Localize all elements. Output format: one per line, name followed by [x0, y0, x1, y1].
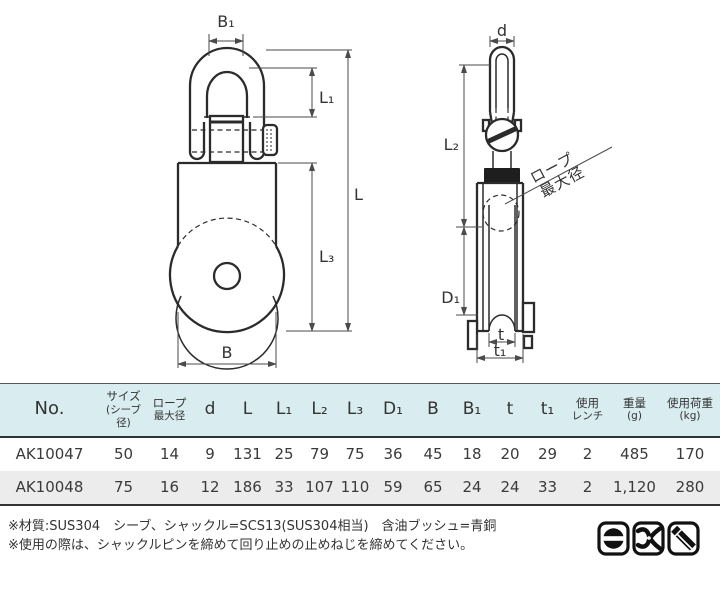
flathead-screwdriver-icon — [597, 521, 630, 556]
cell-size: 75 — [99, 470, 148, 506]
header-row: No. サイズ(シーブ径) ロープ最大径 d L L₁ L₂ L₃ D₁ B B… — [0, 383, 720, 438]
cell-t1: 33 — [529, 470, 566, 506]
technical-drawing: B₁ L₁ L L₃ B — [168, 12, 613, 370]
cell-l3: 75 — [345, 445, 365, 463]
cell-d: 9 — [205, 445, 215, 463]
cell-no: AK10047 — [15, 445, 84, 463]
col-header-rope-max: ロープ最大径 — [148, 383, 191, 438]
cell-l3: 110 — [337, 470, 373, 506]
col-header-size: サイズ(シーブ径) — [99, 383, 148, 438]
rope-max-diameter-label: ロープ 最大径 — [527, 149, 588, 201]
cell-size: 50 — [113, 445, 134, 463]
cell-b: 65 — [413, 470, 453, 506]
dim-label-b1: B₁ — [217, 12, 234, 31]
cell-b: 45 — [423, 445, 443, 463]
footnotes: ※材質:SUS304 シーブ、シャックル=SCS13(SUS304相当) 含油ブ… — [8, 517, 496, 555]
cell-b1: 24 — [453, 470, 491, 506]
dim-label-l3: L₃ — [319, 247, 334, 266]
pulley-drawing-svg: B₁ L₁ L L₃ B — [168, 12, 613, 370]
cell-t1: 29 — [537, 445, 558, 463]
col-header-l3: L₃ — [337, 383, 373, 438]
col-header-d: d — [191, 383, 229, 438]
cell-d1: 59 — [373, 470, 413, 506]
note-material: ※材質:SUS304 シーブ、シャックル=SCS13(SUS304相当) 含油ブ… — [8, 519, 497, 534]
table-row: AK10048 75 16 12 186 33 107 110 59 65 24… — [0, 470, 720, 506]
dim-label-l1: L₁ — [319, 88, 334, 107]
cell-l2: 107 — [302, 470, 337, 506]
side-view: ロープ 最大径 d L₂ D₁ t t₁ — [441, 21, 613, 363]
cell-weight: 485 — [620, 445, 649, 463]
front-view: B₁ L₁ L L₃ B — [168, 12, 363, 370]
col-header-no: No. — [0, 383, 99, 438]
col-header-wrench: 使用レンチ — [566, 383, 609, 438]
cell-d1: 36 — [383, 445, 403, 463]
col-header-l: L — [229, 383, 266, 438]
pliers-glyph — [635, 526, 663, 551]
metal-rod-icon — [667, 521, 700, 556]
col-header-b: B — [413, 383, 453, 438]
col-header-weight: 重量(g) — [609, 383, 660, 438]
col-header-b1: B₁ — [453, 383, 491, 438]
dim-label-b: B — [222, 343, 233, 362]
dim-label-d1: D₁ — [441, 288, 460, 307]
cell-no: AK10048 — [0, 470, 99, 506]
cell-t: 24 — [491, 470, 529, 506]
cell-wrench: 2 — [566, 470, 609, 506]
cell-d: 12 — [191, 470, 229, 506]
dim-label-t: t — [498, 325, 504, 344]
rod-glyph — [671, 525, 696, 551]
cell-load: 170 — [675, 445, 705, 463]
col-header-l2: L₂ — [302, 383, 337, 438]
col-header-t: t — [491, 383, 529, 438]
cell-rope: 16 — [148, 470, 191, 506]
cell-l: 186 — [229, 470, 266, 506]
cell-l1: 33 — [266, 470, 302, 506]
cell-t: 20 — [500, 445, 520, 463]
swivel-nut — [484, 168, 520, 183]
dim-label-d: d — [497, 21, 507, 40]
cell-l: 131 — [233, 445, 262, 463]
tool-icon-group — [597, 521, 700, 556]
cell-wrench: 2 — [582, 445, 593, 463]
col-header-d1: D₁ — [373, 383, 413, 438]
dim-label-t1: t₁ — [494, 341, 507, 360]
dim-label-l2: L₂ — [444, 135, 459, 154]
col-header-working-load: 使用荷重(kg) — [660, 383, 720, 438]
cell-rope: 14 — [159, 445, 180, 463]
cell-load: 280 — [660, 470, 720, 506]
cell-l1: 25 — [274, 445, 294, 463]
spec-table: No. サイズ(シーブ径) ロープ最大径 d L L₁ L₂ L₃ D₁ B B… — [0, 383, 720, 506]
pliers-icon — [632, 521, 665, 556]
cell-l2: 79 — [309, 445, 330, 463]
cell-weight: 1,120 — [609, 470, 660, 506]
dim-label-l: L — [354, 185, 363, 204]
col-header-l1: L₁ — [266, 383, 302, 438]
col-header-t1: t₁ — [529, 383, 566, 438]
note-usage: ※使用の際は、シャックルピンを締めて回り止めの止めねじを締めてください。 — [8, 538, 474, 553]
cell-b1: 18 — [462, 445, 482, 463]
table-row: AK10047 50 14 9 131 25 79 75 36 45 18 20… — [0, 437, 720, 471]
